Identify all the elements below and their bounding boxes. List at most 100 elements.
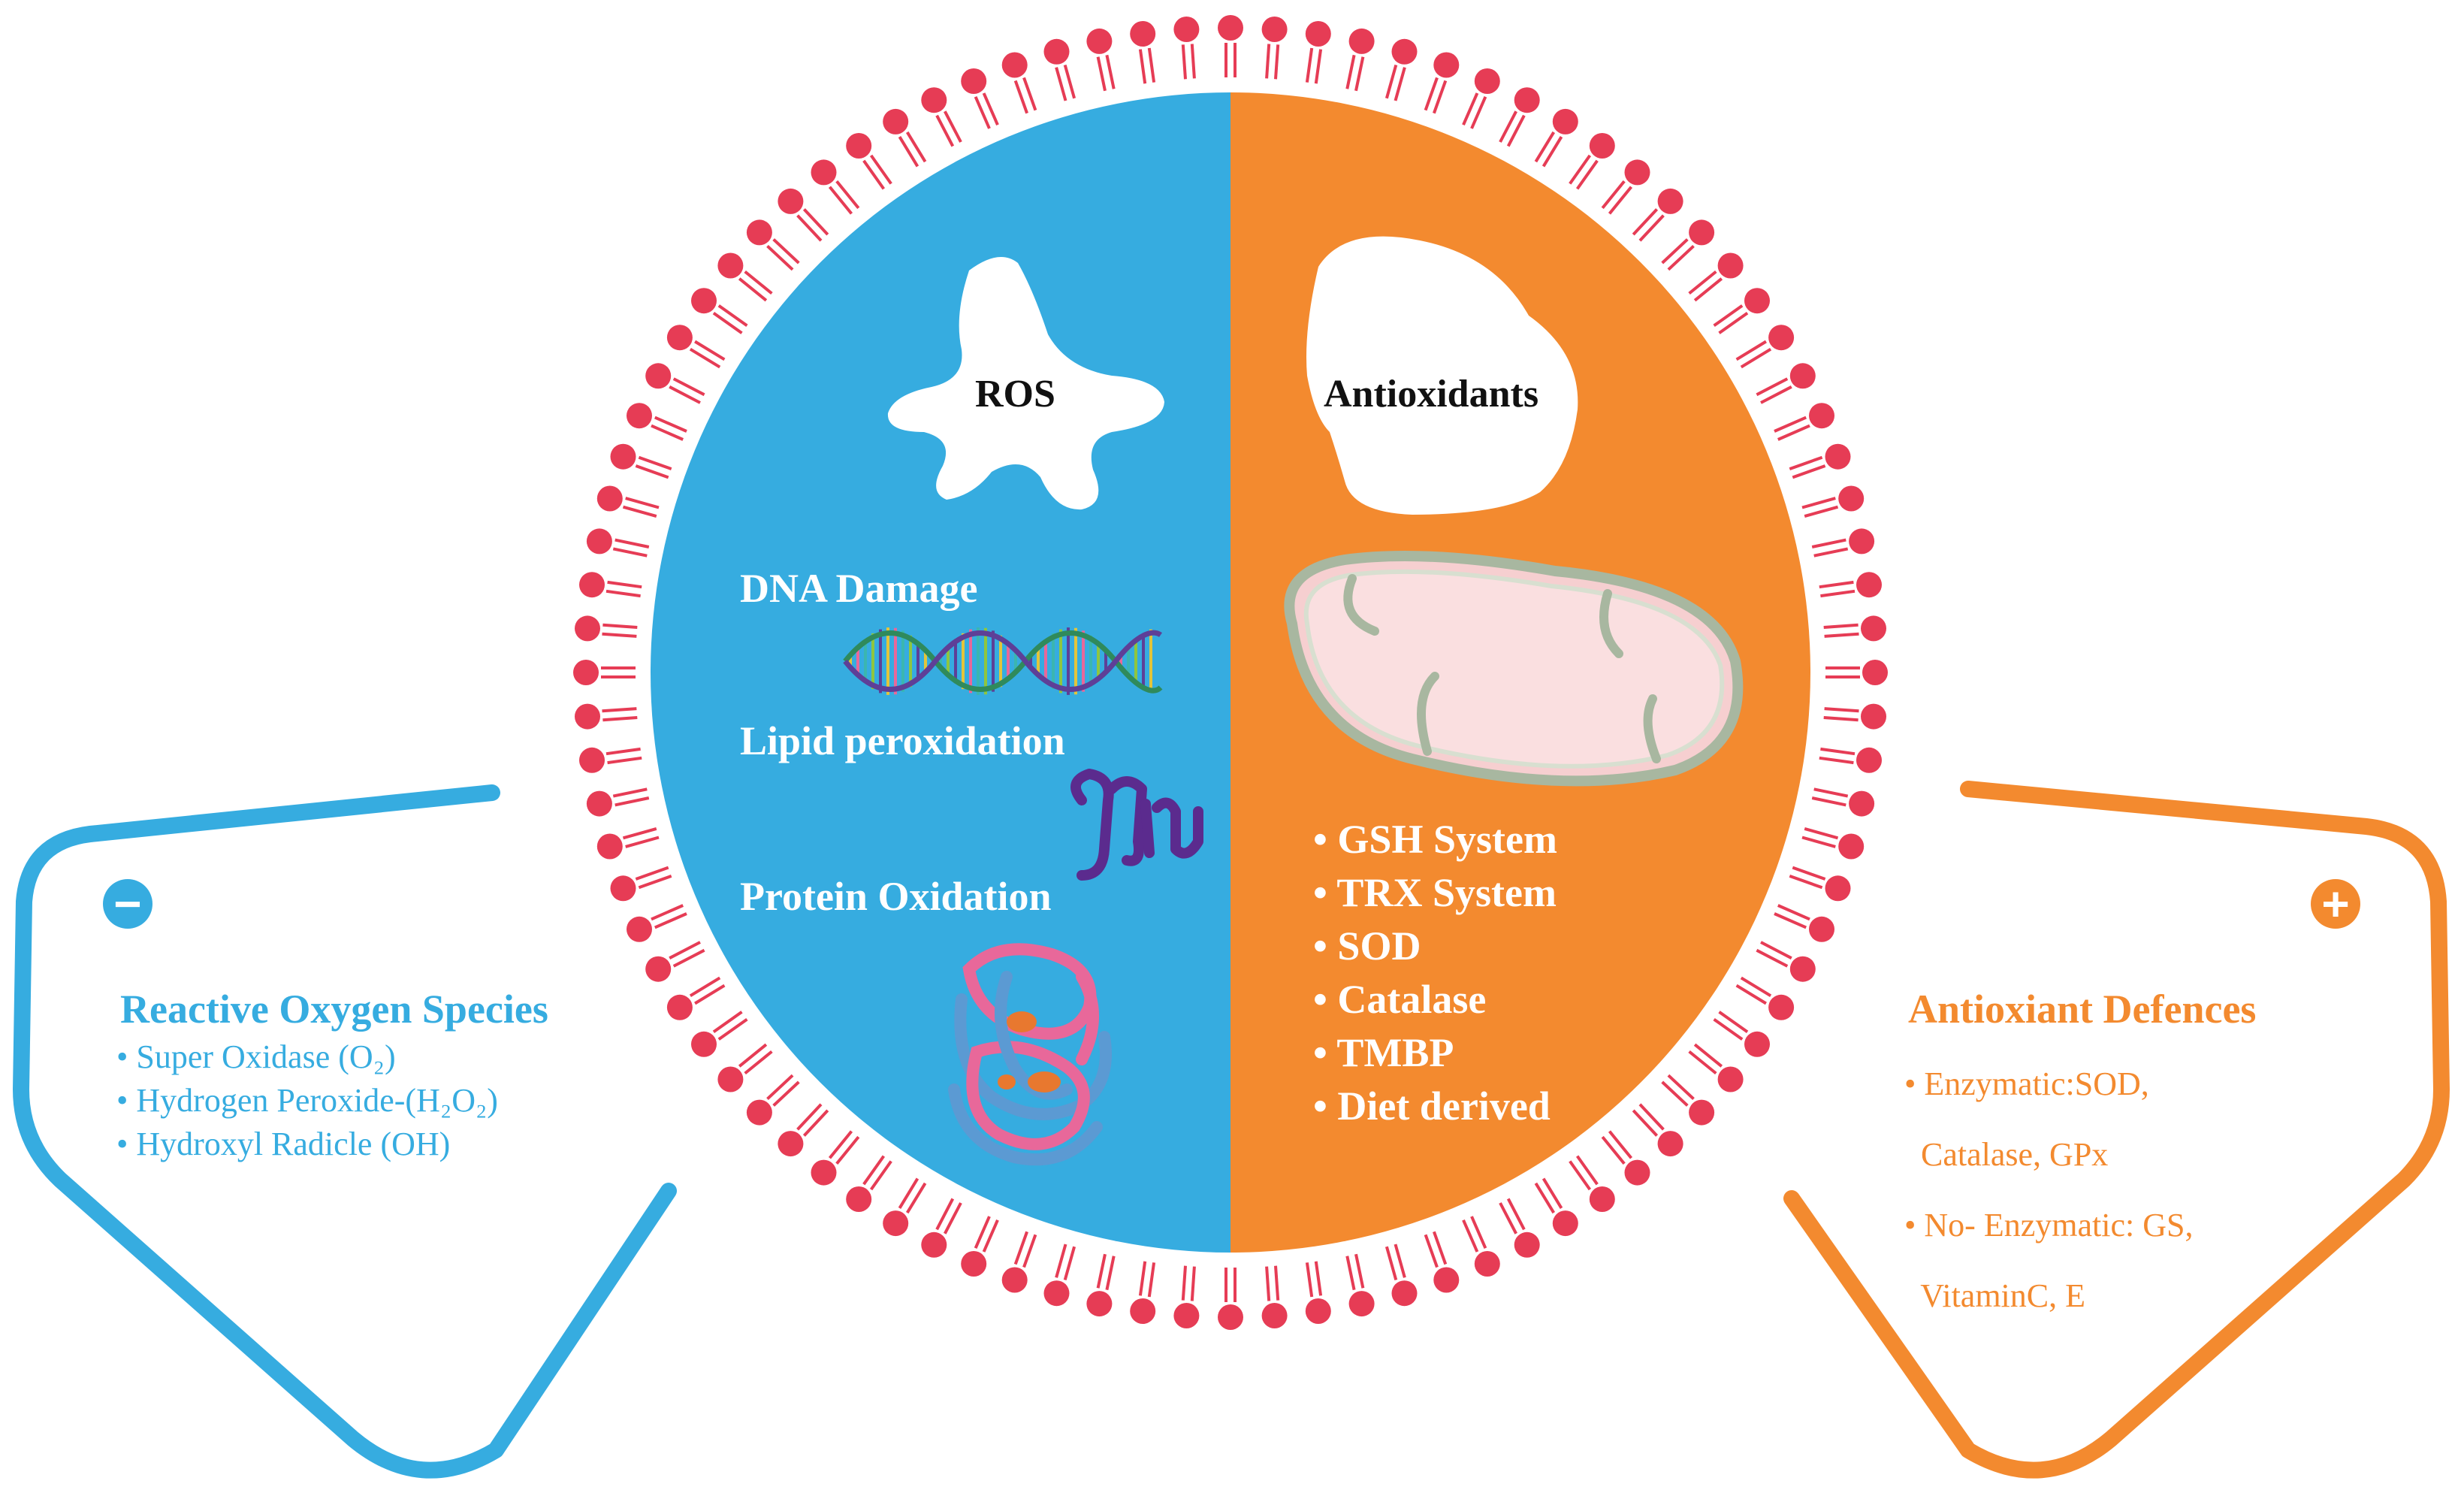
lipid-head xyxy=(1657,188,1683,214)
lipid-tail xyxy=(1470,96,1487,129)
lipid-tail xyxy=(1147,47,1156,83)
lipid-head xyxy=(1433,52,1460,78)
lipid-head xyxy=(1717,1066,1744,1092)
lipid-tail xyxy=(1063,64,1076,99)
antioxidant-systems-list: • GSH System • TRX System • SOD • Catala… xyxy=(1313,813,1557,1133)
lipid-tail xyxy=(1661,238,1689,264)
lipid-tail xyxy=(1424,1234,1439,1268)
ros-panel-list: • Super Oxidase (O₂) • Hydrogen Peroxide… xyxy=(116,1035,498,1166)
lipid-head xyxy=(596,485,623,512)
lipid-tail xyxy=(862,159,886,190)
lipid-tail xyxy=(1713,1017,1744,1041)
lipid-tail xyxy=(1601,180,1626,210)
system-catalase: • Catalase xyxy=(1313,977,1487,1022)
lipid-head xyxy=(1849,528,1875,555)
lipid-head xyxy=(921,1231,947,1258)
lipid-head xyxy=(1173,17,1200,42)
lipid-tail xyxy=(694,984,726,1005)
defence-item: • Enzymatic:SOD, xyxy=(1904,1065,2149,1102)
lipid-head xyxy=(1589,133,1615,159)
lipid-tail xyxy=(744,1050,773,1075)
lipid-head xyxy=(1768,994,1795,1020)
lipid-head xyxy=(1825,875,1851,902)
lipid-head xyxy=(778,1131,804,1157)
lipid-head xyxy=(921,87,947,113)
lipid-head xyxy=(1261,1303,1288,1328)
lipid-molecule-icon xyxy=(1070,769,1203,881)
lipid-tail xyxy=(1740,976,1772,998)
lipid-head xyxy=(1809,916,1834,942)
defence-item: VitaminC, E xyxy=(1904,1277,2085,1314)
lipid-tail xyxy=(602,707,637,713)
lipid-head xyxy=(1305,1298,1331,1324)
lipid-tail xyxy=(1534,131,1556,163)
lipid-head xyxy=(1348,28,1375,54)
lipid-tail xyxy=(1789,455,1823,470)
lipid-head xyxy=(1789,363,1816,389)
lipid-head xyxy=(575,703,600,730)
lipid-tail xyxy=(607,756,642,765)
lipid-head xyxy=(627,403,652,429)
lipid-head xyxy=(1689,1099,1715,1126)
lipid-head xyxy=(746,219,772,246)
lipid-tail xyxy=(1314,1261,1323,1296)
mitochondrion-icon xyxy=(1284,551,1744,787)
lipid-tail xyxy=(982,1219,999,1253)
lipid-tail xyxy=(1735,984,1767,1005)
lipid-head xyxy=(1809,403,1834,429)
lipid-head xyxy=(846,133,872,159)
lipid-tail xyxy=(669,385,701,404)
lipid-head xyxy=(746,1099,772,1126)
lipid-head xyxy=(586,528,612,555)
lipid-head xyxy=(961,1251,987,1277)
lipid-head xyxy=(1348,1291,1375,1317)
lipid-tail xyxy=(614,796,650,807)
lipid-tail xyxy=(1601,1135,1626,1165)
lipid-tail xyxy=(1569,154,1592,185)
lipid-tail xyxy=(614,538,650,548)
lipid-head xyxy=(1624,159,1650,186)
lipid-head xyxy=(645,363,672,389)
lipid-head xyxy=(1624,1159,1650,1186)
system-trx: • TRX System xyxy=(1313,870,1557,915)
lipid-tail xyxy=(605,747,641,756)
lipid-tail xyxy=(689,976,721,998)
lipid-tail xyxy=(828,186,853,215)
lipid-tail xyxy=(1718,311,1749,334)
lipid-head xyxy=(586,790,612,817)
lipid-tail xyxy=(1792,464,1826,479)
lipid-head xyxy=(883,108,909,134)
lipid-tail xyxy=(1756,377,1789,397)
lipid-tail xyxy=(1022,77,1037,111)
lipid-head xyxy=(1218,1304,1243,1330)
lipid-tail xyxy=(974,1216,991,1249)
lipid-head xyxy=(1768,325,1795,351)
lipid-tail xyxy=(738,277,768,302)
lipid-tail xyxy=(1055,67,1067,101)
effect-protein-oxidation: Protein Oxidation xyxy=(740,874,1052,919)
lipid-head xyxy=(1838,485,1865,512)
lipid-head xyxy=(811,1159,837,1186)
lipid-tail xyxy=(712,311,743,334)
lipid-tail xyxy=(1394,1244,1406,1278)
lipid-tail xyxy=(1265,1266,1271,1301)
lipid-tail xyxy=(638,455,672,470)
lipid-head xyxy=(1130,21,1156,47)
plus-icon: + xyxy=(2311,879,2360,929)
lipid-head xyxy=(1086,1291,1113,1317)
lipid-tail xyxy=(1777,424,1810,441)
lipid-tail xyxy=(605,589,641,598)
lipid-tail xyxy=(602,632,637,638)
lipid-tail xyxy=(766,1074,794,1101)
ros-item: • Super Oxidase (O₂) xyxy=(116,1038,396,1075)
lipid-head xyxy=(1433,1267,1460,1293)
lipid-tail xyxy=(1792,866,1826,881)
lipid-tail xyxy=(1013,1231,1028,1265)
lipid-tail xyxy=(772,1080,800,1107)
lipid-head xyxy=(717,252,744,279)
lipid-head xyxy=(1305,21,1331,47)
lipid-tail xyxy=(1661,1080,1689,1107)
lipid-tail xyxy=(1424,77,1439,111)
lipid-tail xyxy=(935,114,955,147)
ros-panel-heading: Reactive Oxygen Species xyxy=(120,987,548,1032)
